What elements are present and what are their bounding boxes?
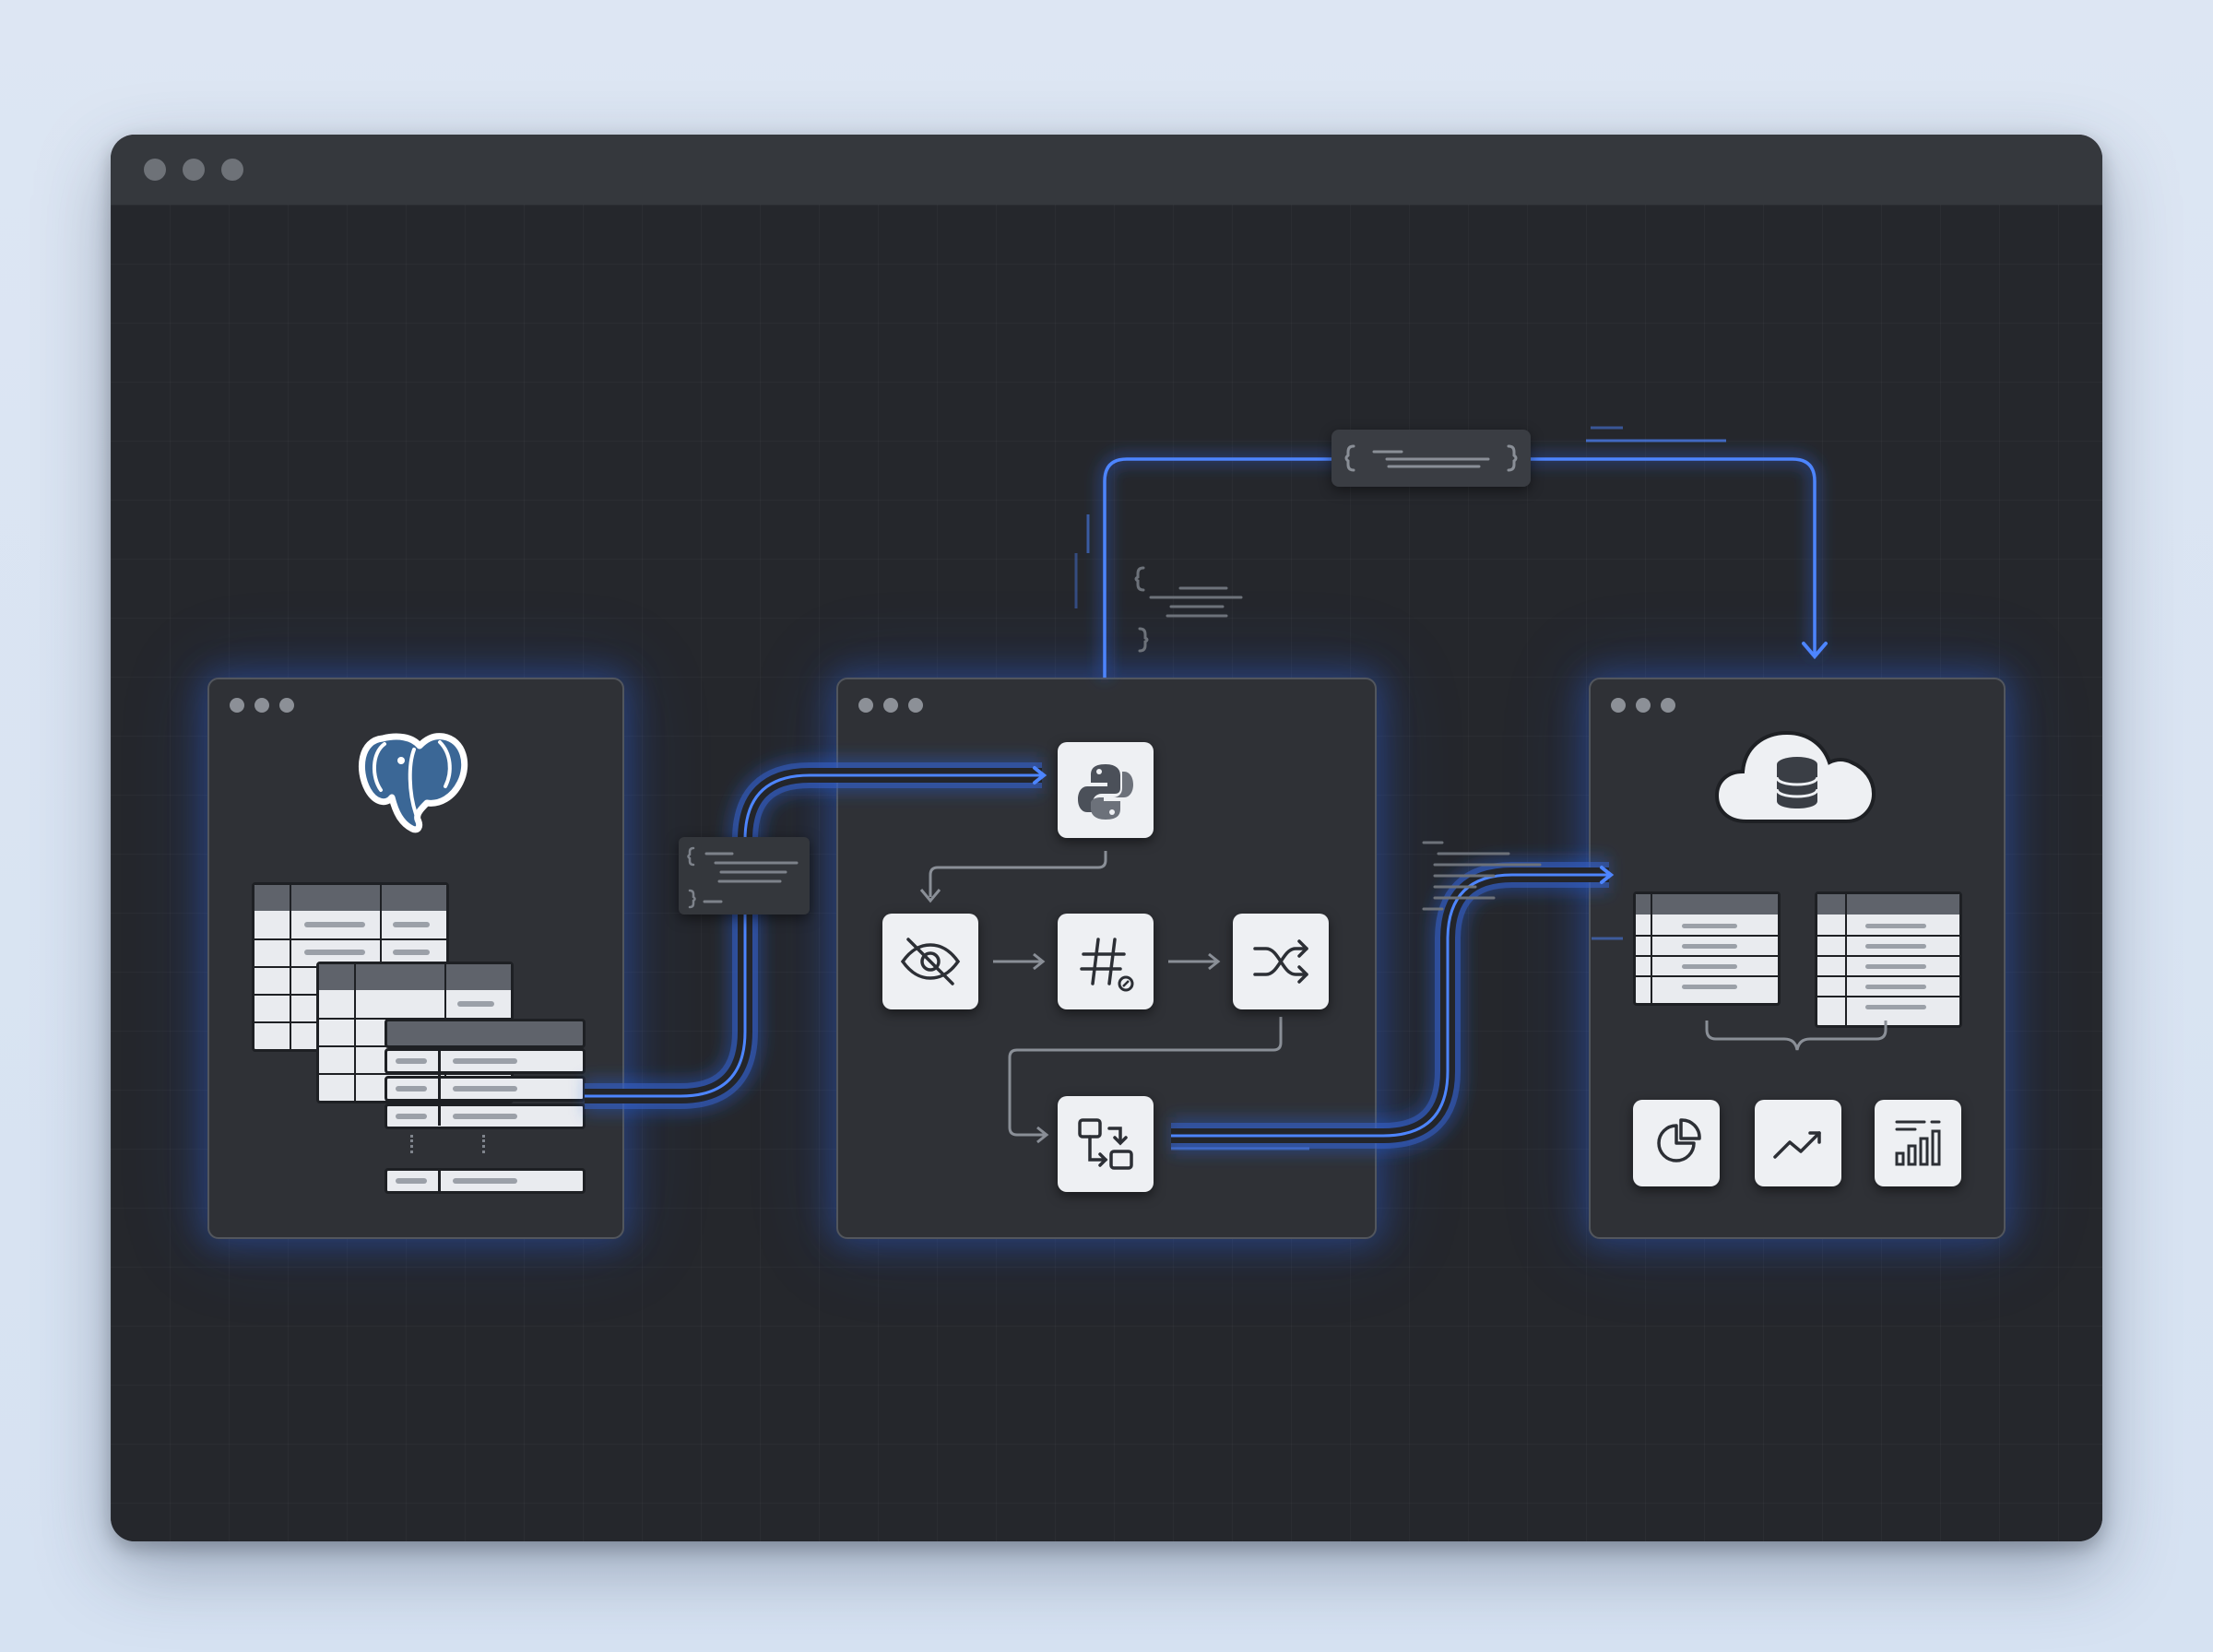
eye-off-icon	[900, 938, 961, 985]
window-maximize-button[interactable]	[221, 159, 243, 181]
line-chart-node[interactable]	[1755, 1100, 1841, 1186]
panel-dot	[1611, 698, 1626, 713]
transform-connectors	[919, 851, 1283, 1144]
shuffle-node[interactable]	[1233, 914, 1329, 1009]
json-braces-icon	[1344, 444, 1518, 472]
panel-dot	[908, 698, 923, 713]
code-lines-icon	[687, 846, 799, 909]
window-titlebar	[111, 135, 2102, 206]
window-minimize-button[interactable]	[183, 159, 205, 181]
transform-to-destination-pipe	[1171, 856, 1615, 1154]
config-badge[interactable]	[1331, 430, 1531, 487]
panel-dot	[230, 698, 244, 713]
panel-dot	[883, 698, 898, 713]
panel-dot	[1661, 698, 1675, 713]
map-node[interactable]	[1058, 1096, 1154, 1192]
source-to-transform-pipe	[585, 757, 1047, 1115]
output-table[interactable]	[1633, 891, 1781, 1006]
pipeline-canvas	[111, 205, 2102, 1541]
mask-node[interactable]	[882, 914, 978, 1009]
merge-bracket	[1705, 1021, 1888, 1051]
bar-chart-node[interactable]	[1875, 1100, 1961, 1186]
panel-dot	[254, 698, 269, 713]
window-close-button[interactable]	[144, 159, 166, 181]
source-table[interactable]	[385, 1019, 586, 1203]
floating-code-snippet	[1134, 566, 1243, 653]
feedback-loop-line	[1099, 454, 1828, 678]
source-panel[interactable]	[207, 678, 624, 1239]
postgresql-elephant-icon	[359, 733, 468, 833]
hash-icon	[1080, 938, 1134, 992]
data-flow-lines	[585, 426, 1828, 1154]
code-card[interactable]	[679, 837, 810, 914]
shuffle-icon	[1253, 939, 1308, 984]
panel-dot	[1636, 698, 1651, 713]
hash-node[interactable]	[1058, 914, 1154, 1009]
cloud-database-icon	[1714, 730, 1876, 823]
panel-dot	[858, 698, 873, 713]
output-table[interactable]	[1815, 891, 1962, 1028]
floating-code-snippet	[1422, 841, 1542, 911]
pie-chart-icon	[1657, 1118, 1701, 1162]
line-chart-icon	[1773, 1131, 1821, 1159]
destination-panel[interactable]	[1589, 678, 2006, 1239]
panel-dot	[279, 698, 294, 713]
pie-chart-node[interactable]	[1633, 1100, 1720, 1186]
app-window	[111, 135, 2102, 1541]
python-node[interactable]	[1058, 742, 1154, 838]
python-icon	[1078, 764, 1133, 820]
bar-chart-icon	[1895, 1120, 1941, 1166]
transform-map-icon	[1078, 1118, 1133, 1170]
